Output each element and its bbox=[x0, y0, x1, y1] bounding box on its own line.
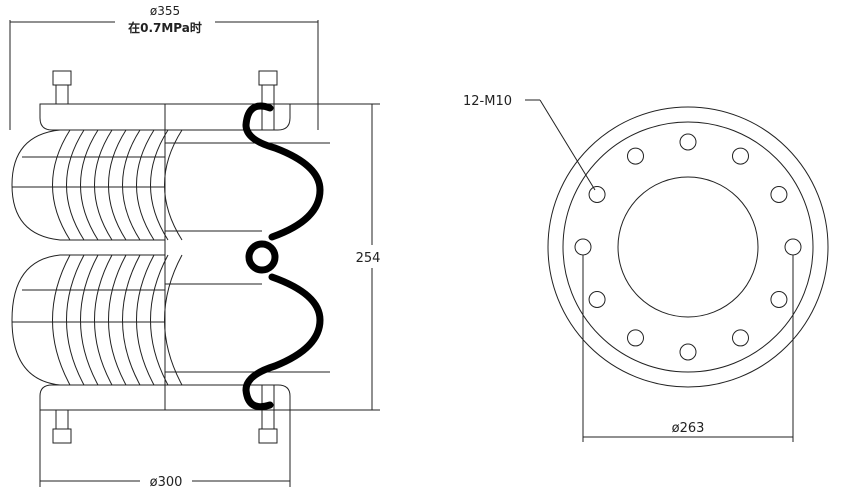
bolt-hole bbox=[588, 186, 606, 203]
rubber-profile bbox=[242, 102, 324, 411]
bolt-hole bbox=[732, 147, 749, 165]
bolt-circle-dimension: ø263 bbox=[582, 255, 794, 442]
bolt-callout: 12-M10 bbox=[463, 94, 512, 109]
bolt-hole bbox=[574, 238, 592, 256]
bolt-circle-label: ø263 bbox=[672, 421, 705, 436]
bolt-hole bbox=[770, 291, 788, 308]
bottom-plate bbox=[39, 384, 291, 411]
bellows-rib bbox=[66, 254, 85, 386]
bottom-diameter-label: ø300 bbox=[150, 475, 183, 490]
bellows-rib bbox=[136, 129, 155, 241]
bolt-hole bbox=[588, 291, 606, 308]
bellows-rib bbox=[108, 129, 127, 241]
bolt-hole bbox=[679, 343, 697, 361]
bellows-rib bbox=[164, 254, 183, 386]
height-label: 254 bbox=[356, 251, 381, 266]
bellows-rib bbox=[108, 254, 127, 386]
bellows-rib bbox=[80, 254, 99, 386]
bellows-rib bbox=[52, 129, 71, 241]
bolt-hole bbox=[770, 186, 788, 203]
top-view: 12-M10 ø263 bbox=[463, 94, 829, 442]
bolt-hole bbox=[784, 238, 802, 256]
bellows-rib bbox=[80, 129, 99, 241]
bellows-rib bbox=[66, 129, 85, 241]
bolt-hole bbox=[732, 329, 749, 347]
bolt-hole bbox=[679, 133, 697, 151]
top-diameter-dimension: ø355 在0.7MPa时 bbox=[9, 4, 319, 130]
bellows-rib bbox=[94, 254, 113, 386]
bolt-hole bbox=[627, 329, 644, 347]
top-plate bbox=[39, 103, 291, 131]
height-dimension: 254 bbox=[290, 103, 381, 411]
bellows-rib bbox=[164, 129, 183, 241]
bolt-hole bbox=[627, 147, 644, 165]
bellows bbox=[11, 129, 183, 386]
bellows-rib bbox=[94, 129, 113, 241]
bellows-rib bbox=[150, 129, 169, 241]
bellows-rib bbox=[150, 254, 169, 386]
top-diameter-label: ø355 bbox=[150, 4, 180, 18]
bellows-rib bbox=[52, 254, 71, 386]
bellows-rib bbox=[136, 254, 155, 386]
bellows-rib bbox=[122, 129, 141, 241]
side-view: ø355 在0.7MPa时 bbox=[9, 4, 381, 490]
bolt-holes bbox=[574, 133, 802, 361]
bellows-rib bbox=[122, 254, 141, 386]
pressure-note: 在0.7MPa时 bbox=[128, 20, 202, 35]
bottom-diameter-dimension: ø300 bbox=[39, 410, 291, 490]
